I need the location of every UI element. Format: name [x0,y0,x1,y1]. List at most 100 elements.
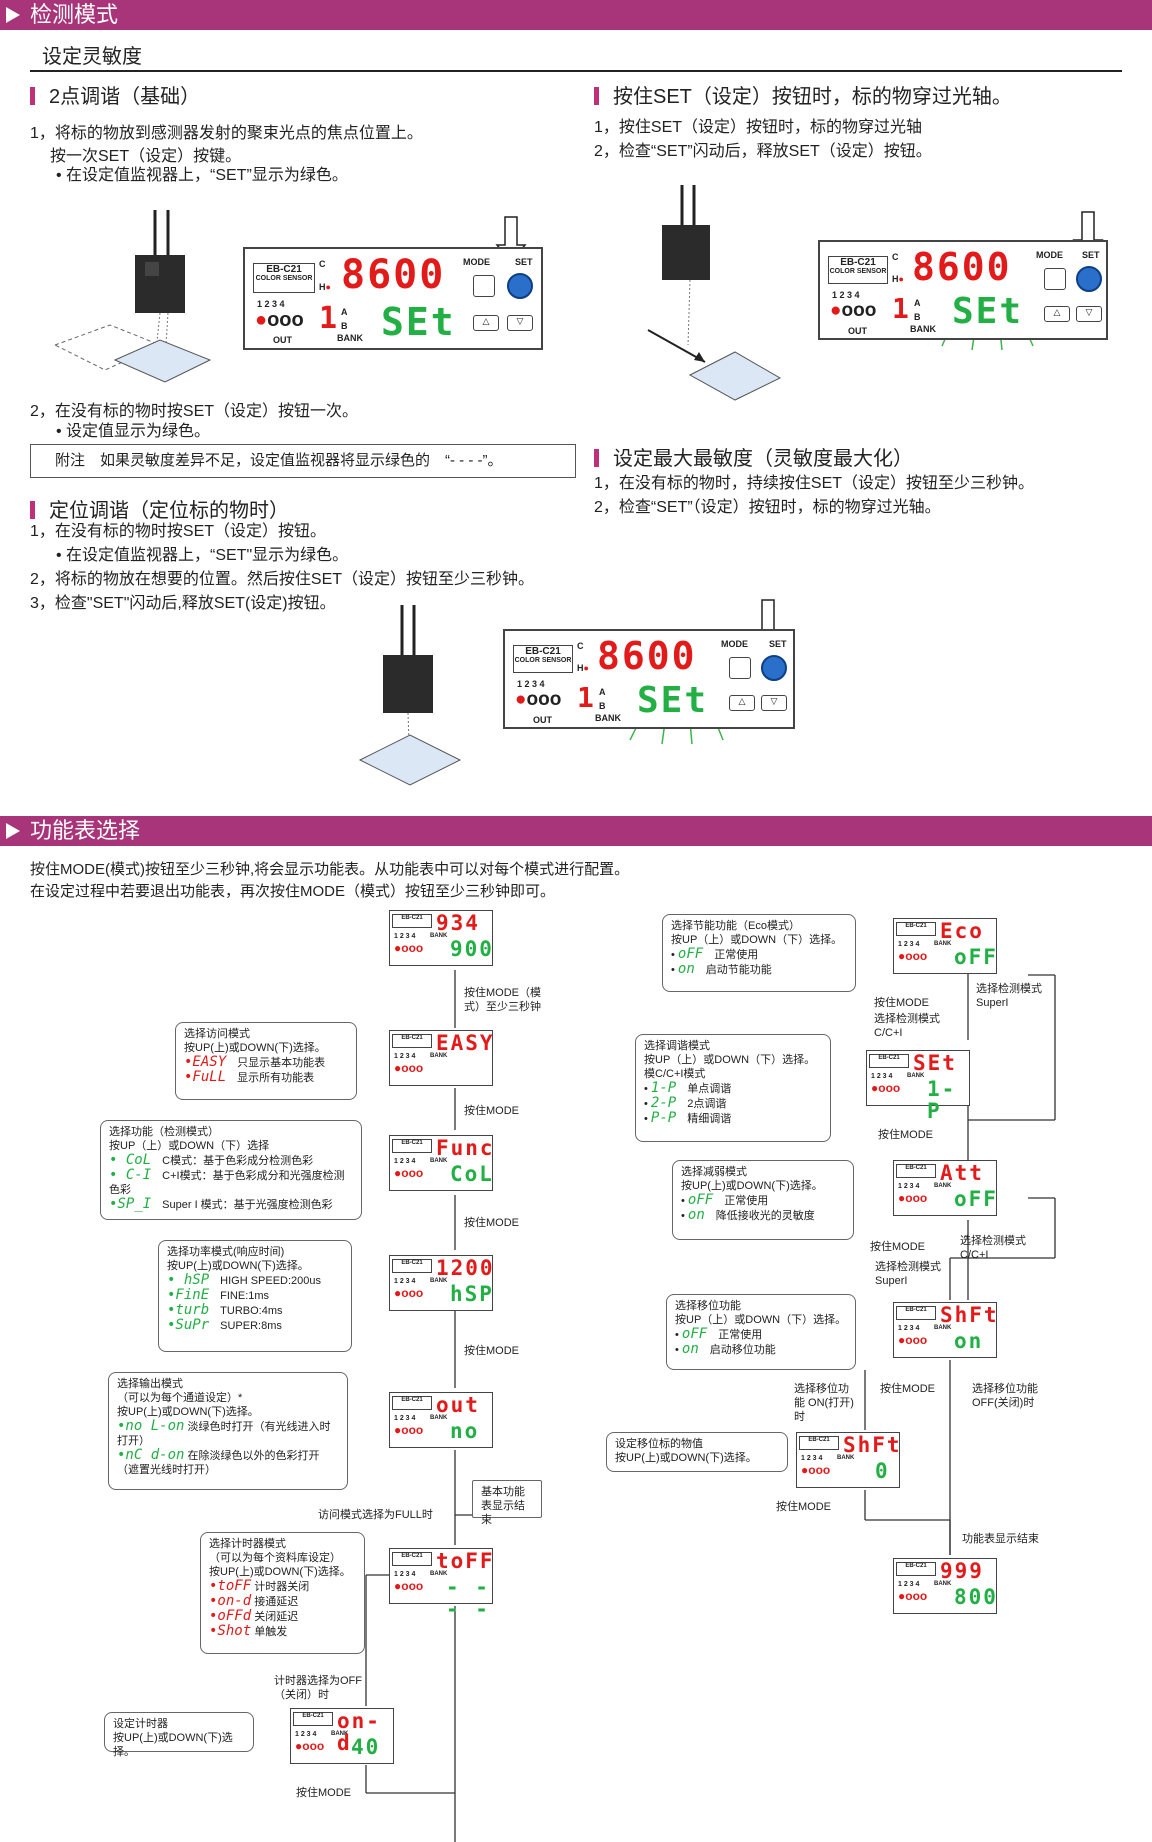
mini-green: CoL [450,1162,494,1186]
callout-access-mode: 选择访问模式 按UP(上)或DOWN(下)选择。 •EASY 只显示基本功能表 … [175,1022,357,1100]
callout-hint: 按UP(上)或DOWN(下)选择。 [117,1406,259,1418]
sensor-icon [647,185,782,401]
mini-bank: BANK [934,941,952,947]
channel-numbers: 1 2 3 4 [257,299,285,309]
arrow-label: 选择移位功能 ON(打开)时 [794,1383,854,1423]
option-code: •Shot [209,1623,252,1639]
mini-green: 40 [351,1735,381,1759]
c-label: C [892,252,899,262]
mini-green: hSP [450,1282,494,1306]
mini-bank: BANK [430,1415,448,1421]
triangle-icon [6,823,20,839]
h-label: H [319,282,326,292]
mini-bank: BANK [430,1053,448,1059]
model-sub: COLOR SENSOR [255,275,313,282]
mini-red: 1200 [436,1256,495,1280]
down-button[interactable]: ▽ [761,695,787,711]
channel-numbers: 1 2 3 4 [832,290,860,300]
mini-green: oFF [954,945,998,969]
up-button[interactable]: △ [473,315,499,331]
option-code: on [681,1341,699,1357]
arrow-label: 选择检测模式 SuperI [976,983,1042,1009]
callout-title: 选择调谐模式 [644,1040,710,1052]
arrow-label: 按住MODE [776,1501,831,1513]
option-code: •toFF [209,1578,252,1594]
option-text: 启动移位功能 [709,1344,776,1356]
display-eco: EB-C21 1 2 3 4 ●ooo BANK Eco oFF [893,918,997,974]
mode-button[interactable] [1044,268,1066,290]
option-text: 正常使用 [714,949,759,961]
heading-pass: 按住SET（设定）按钮时，标的物穿过光轴。 [594,80,1012,109]
set-button[interactable] [507,273,533,299]
heading-bar [594,87,599,105]
option-text: 显示所有功能表 [237,1072,315,1084]
mini-leds: ●ooo [394,1423,424,1437]
heading-max: 设定最大最敏度（灵敏度最大化） [594,442,913,471]
display-shift: EB-C21 1 2 3 4 ●ooo BANK ShFt on [893,1302,997,1358]
intro-line2: 在设定过程中若要退出功能表，再次按住MODE（模式）按钮至少三秒钟即可。 [30,883,556,900]
mini-bank: BANK [934,1183,952,1189]
bank-digit: 1 [892,292,911,325]
option-text: 关闭延迟 [254,1611,299,1623]
mini-bank: BANK [837,1455,855,1461]
callout-tuning-mode: 选择调谐模式 按UP（上）或DOWN（下）选择。 模C/C+I模式 • 1-P … [635,1034,831,1142]
mini-bank: BANK [331,1731,349,1737]
down-button[interactable]: ▽ [507,315,533,331]
set-button[interactable] [761,655,787,681]
red-display: 8600 [597,634,697,678]
option-code: 1-P [650,1080,677,1096]
subtitle: 设定灵敏度 [42,46,142,68]
two-point-step2: 2，在没有标的物时按SET（设定）按钮一次。 [30,403,359,420]
option-text: C模式：基于色彩成分检测色彩 [162,1155,314,1167]
mini-logo: EB-C21 [392,1259,432,1273]
mini-channels: 1 2 3 4 [394,1053,416,1060]
option-text: 精细调谐 [687,1113,732,1125]
callout-hint: 按UP(上)或DOWN(下)选择。 [167,1260,309,1272]
callout-title: 选择减弱模式 [681,1166,747,1178]
option-row: • oFF 正常使用 [681,1192,769,1208]
callout-hint: 按UP(上)或DOWN(下)选择。 [209,1566,351,1578]
set-label: SET [769,639,787,649]
mode-button[interactable] [729,657,751,679]
arrow-label: 选择检测模式 C/C+I [960,1235,1026,1261]
up-button[interactable]: △ [729,695,755,711]
bank-b: B [341,321,348,331]
mini-bank: BANK [934,1581,952,1587]
max-step1: 1，在没有标的物时，持续按住SET（设定）按钮至少三秒钟。 [594,475,1035,492]
down-button[interactable]: ▽ [1076,306,1102,322]
arrow-label: 按住MODE [464,1105,519,1117]
intro-line1: 按住MODE(模式)按钮至少三秒钟,将会显示功能表。从功能表中可以对每个模式进行… [30,861,630,878]
mini-red: ShFt [940,1303,999,1327]
mini-bank: BANK [430,933,448,939]
callout-hint: 按UP（上）或DOWN（下）选择。 [644,1054,816,1066]
callout-hint: 按UP（上）或DOWN（下）选择。 [675,1314,847,1326]
model-name: EB-C21 [840,257,876,268]
option-code: 2-P [650,1095,677,1111]
mini-channels: 1 2 3 4 [295,1731,317,1738]
arrow-label: 按住MODE [464,1217,519,1229]
mode-button[interactable] [473,275,495,297]
display-menu-entry: EB-C21 1 2 3 4 ●ooo BANK 934 900 [389,910,493,966]
up-button[interactable]: △ [1044,306,1070,322]
callout-hint: 按UP(上)或DOWN(下)选择。 [615,1452,757,1464]
arrow-label: 选择移位功能 OFF(关闭)时 [972,1383,1038,1409]
mini-red: toFF [436,1549,495,1573]
mini-red: Eco [940,919,984,943]
heading-bar [30,87,35,105]
mini-leds: ●ooo [871,1081,901,1095]
option-text: 单触发 [254,1626,288,1638]
option-row: • CoL C模式：基于色彩成分检测色彩 [109,1153,353,1168]
model-sub: COLOR SENSOR [514,657,572,664]
set-button[interactable] [1076,266,1102,292]
display-function: EB-C21 1 2 3 4 ●ooo BANK Func CoL [389,1135,493,1191]
option-row: •oFFd 关闭延迟 [209,1609,356,1624]
option-code: • C-I [109,1167,152,1183]
h-indicator: H● [319,282,331,292]
option-row: • hSP HIGH SPEED:200us [167,1273,343,1288]
mini-red: SEt [913,1051,957,1075]
mini-red: Func [436,1136,495,1160]
mini-green: on [954,1329,984,1353]
model-name: EB-C21 [266,264,302,275]
callout-power-mode: 选择功率模式(响应时间) 按UP(上)或DOWN(下)选择。 • hSP HIG… [158,1240,352,1352]
two-point-step1: 1，将标的物放到感测器发射的聚束光点的焦点位置上。 [30,125,423,142]
